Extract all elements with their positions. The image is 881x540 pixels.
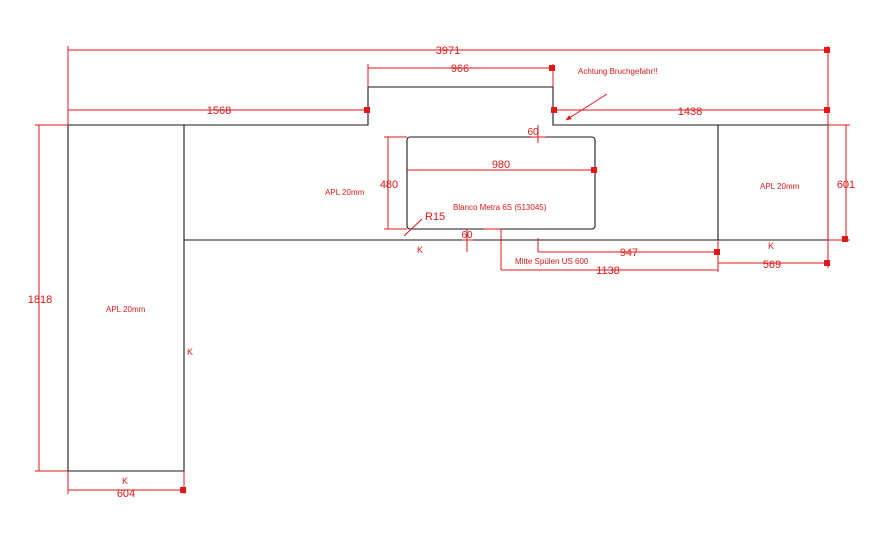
dim-total-width: 3971 xyxy=(436,45,460,57)
edge-k-left-leg: K xyxy=(187,347,193,357)
apl-right-label: APL 20mm xyxy=(760,182,800,191)
dim-left-leg-width: 604 xyxy=(117,488,135,500)
dim-right-section-top: 1438 xyxy=(678,106,702,118)
countertop-main-outline xyxy=(67,86,829,472)
edge-k-middle: K xyxy=(417,245,423,255)
dim-right-depth: 601 xyxy=(837,179,855,191)
dim-raised-section: 966 xyxy=(451,63,469,75)
dim-sink-gap-top: 60 xyxy=(527,127,539,138)
dim-right-end: 569 xyxy=(763,259,781,271)
apl-left-label: APL 20mm xyxy=(106,305,146,314)
dim-sink-width: 980 xyxy=(492,159,510,171)
sink-model-label: Blanco Metra 6S (513045) xyxy=(453,203,547,212)
dim-left-section-top: 1568 xyxy=(207,105,231,117)
edge-k-right: K xyxy=(768,241,774,251)
edge-k-bottom: K xyxy=(122,476,128,486)
dim-sink-depth: 480 xyxy=(380,179,398,191)
apl-middle-label: APL 20mm xyxy=(325,188,365,197)
dim-radius: R15 xyxy=(425,211,445,223)
warning-label: Achtung Bruchgefahr!! xyxy=(578,67,658,76)
dim-to-right-edge: 947 xyxy=(620,247,638,259)
dimension-lines xyxy=(35,46,850,494)
dim-left-leg-depth: 1818 xyxy=(28,294,52,306)
dim-to-right-edge-long: 1138 xyxy=(596,265,620,277)
sink-center-label: Mitte Spülen US 600 xyxy=(515,257,589,266)
dim-sink-gap-bottom: 60 xyxy=(461,230,473,241)
countertop-outline xyxy=(67,86,829,472)
